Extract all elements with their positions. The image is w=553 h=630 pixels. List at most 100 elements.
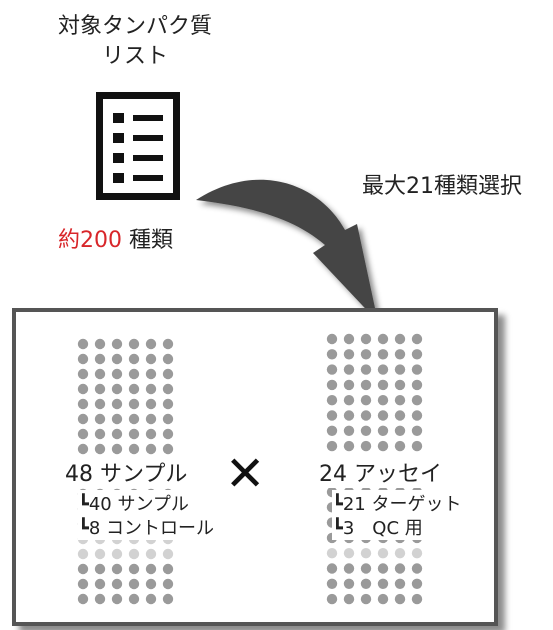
- well-dot: [326, 364, 338, 375]
- well-dot: [411, 578, 423, 589]
- title-line-1: 対象タンパク質: [57, 14, 212, 39]
- well-dot: [394, 410, 406, 421]
- well-dot: [326, 578, 338, 589]
- well-dot: [377, 593, 389, 605]
- well-dot: [111, 428, 123, 440]
- well-dot: [326, 395, 338, 406]
- well-dot: [360, 440, 372, 452]
- well-dot: [377, 364, 389, 375]
- protein-list-title: 対象タンパク質 リスト: [30, 12, 240, 72]
- well-dot: [111, 383, 123, 395]
- well-dot: [360, 425, 372, 436]
- well-dot: [394, 440, 406, 452]
- well-dot: [111, 338, 123, 350]
- well-dot: [111, 413, 123, 425]
- well-dot: [77, 548, 89, 560]
- selection-label: 最大21種類選択: [362, 174, 522, 199]
- well-dot: [343, 333, 355, 345]
- well-dot: [128, 353, 140, 365]
- well-dot: [77, 593, 89, 605]
- well-dot: [162, 578, 174, 590]
- well-dot: [162, 398, 174, 410]
- well-dot: [111, 548, 123, 560]
- well-dot: [128, 383, 140, 395]
- sample-sub-count: ┗40 サンプル: [78, 490, 189, 516]
- well-dot: [411, 548, 423, 559]
- well-dot: [162, 593, 174, 605]
- well-dot: [162, 413, 174, 425]
- well-dot: [377, 410, 389, 421]
- well-dot: [77, 443, 89, 455]
- title-line-2: リスト: [101, 44, 168, 69]
- well-dot: [377, 379, 389, 391]
- well-dot: [411, 333, 423, 345]
- well-dot: [162, 443, 174, 455]
- well-dot: [145, 383, 157, 395]
- well-dot: [77, 368, 89, 380]
- well-dot: [111, 593, 123, 605]
- well-dot: [343, 578, 355, 589]
- well-dot: [162, 338, 174, 350]
- well-dot: [343, 395, 355, 406]
- well-dot: [377, 563, 389, 574]
- well-dot: [343, 379, 355, 391]
- well-dot: [343, 593, 355, 605]
- well-dot: [343, 364, 355, 375]
- well-dot: [162, 548, 174, 560]
- well-dot: [94, 383, 106, 395]
- well-dot: [411, 440, 423, 452]
- well-dot: [94, 593, 106, 605]
- well-dot: [360, 349, 372, 360]
- well-dot: [377, 578, 389, 589]
- well-dot: [162, 383, 174, 395]
- well-dot: [394, 333, 406, 345]
- well-dot: [145, 593, 157, 605]
- well-dot: [394, 563, 406, 574]
- well-dot: [360, 563, 372, 574]
- well-dot: [94, 338, 106, 350]
- well-dot: [394, 395, 406, 406]
- well-dot: [94, 443, 106, 455]
- well-dot: [128, 428, 140, 440]
- well-dot: [411, 563, 423, 574]
- well-dot: [128, 338, 140, 350]
- well-dot: [360, 364, 372, 375]
- well-dot: [111, 398, 123, 410]
- well-dot: [377, 349, 389, 360]
- assay-count-title: 24 アッセイ: [317, 456, 444, 488]
- well-dot: [77, 563, 89, 575]
- well-dot: [94, 578, 106, 590]
- well-dot: [411, 379, 423, 391]
- well-dot: [377, 548, 389, 559]
- assay-dot-grid: [326, 333, 423, 605]
- well-dot: [94, 353, 106, 365]
- well-dot: [94, 563, 106, 575]
- well-dot: [77, 383, 89, 395]
- well-dot: [145, 338, 157, 350]
- well-dot: [162, 563, 174, 575]
- well-dot: [94, 548, 106, 560]
- well-dot: [360, 395, 372, 406]
- well-dot: [394, 364, 406, 375]
- control-sub-count: ┗8 コントロール: [78, 514, 215, 540]
- well-dot: [360, 410, 372, 421]
- well-dot: [94, 428, 106, 440]
- well-dot: [343, 349, 355, 360]
- well-dot: [128, 563, 140, 575]
- well-dot: [360, 379, 372, 391]
- target-sub-count: ┗21 ターゲット: [332, 490, 462, 516]
- well-dot: [326, 425, 338, 436]
- count-number: 約200: [58, 228, 122, 253]
- well-dot: [145, 368, 157, 380]
- well-dot: [77, 398, 89, 410]
- well-dot: [128, 398, 140, 410]
- well-dot: [343, 440, 355, 452]
- well-dot: [111, 353, 123, 365]
- well-dot: [162, 428, 174, 440]
- well-dot: [94, 413, 106, 425]
- well-dot: [77, 353, 89, 365]
- well-dot: [326, 410, 338, 421]
- well-dot: [77, 578, 89, 590]
- well-dot: [128, 578, 140, 590]
